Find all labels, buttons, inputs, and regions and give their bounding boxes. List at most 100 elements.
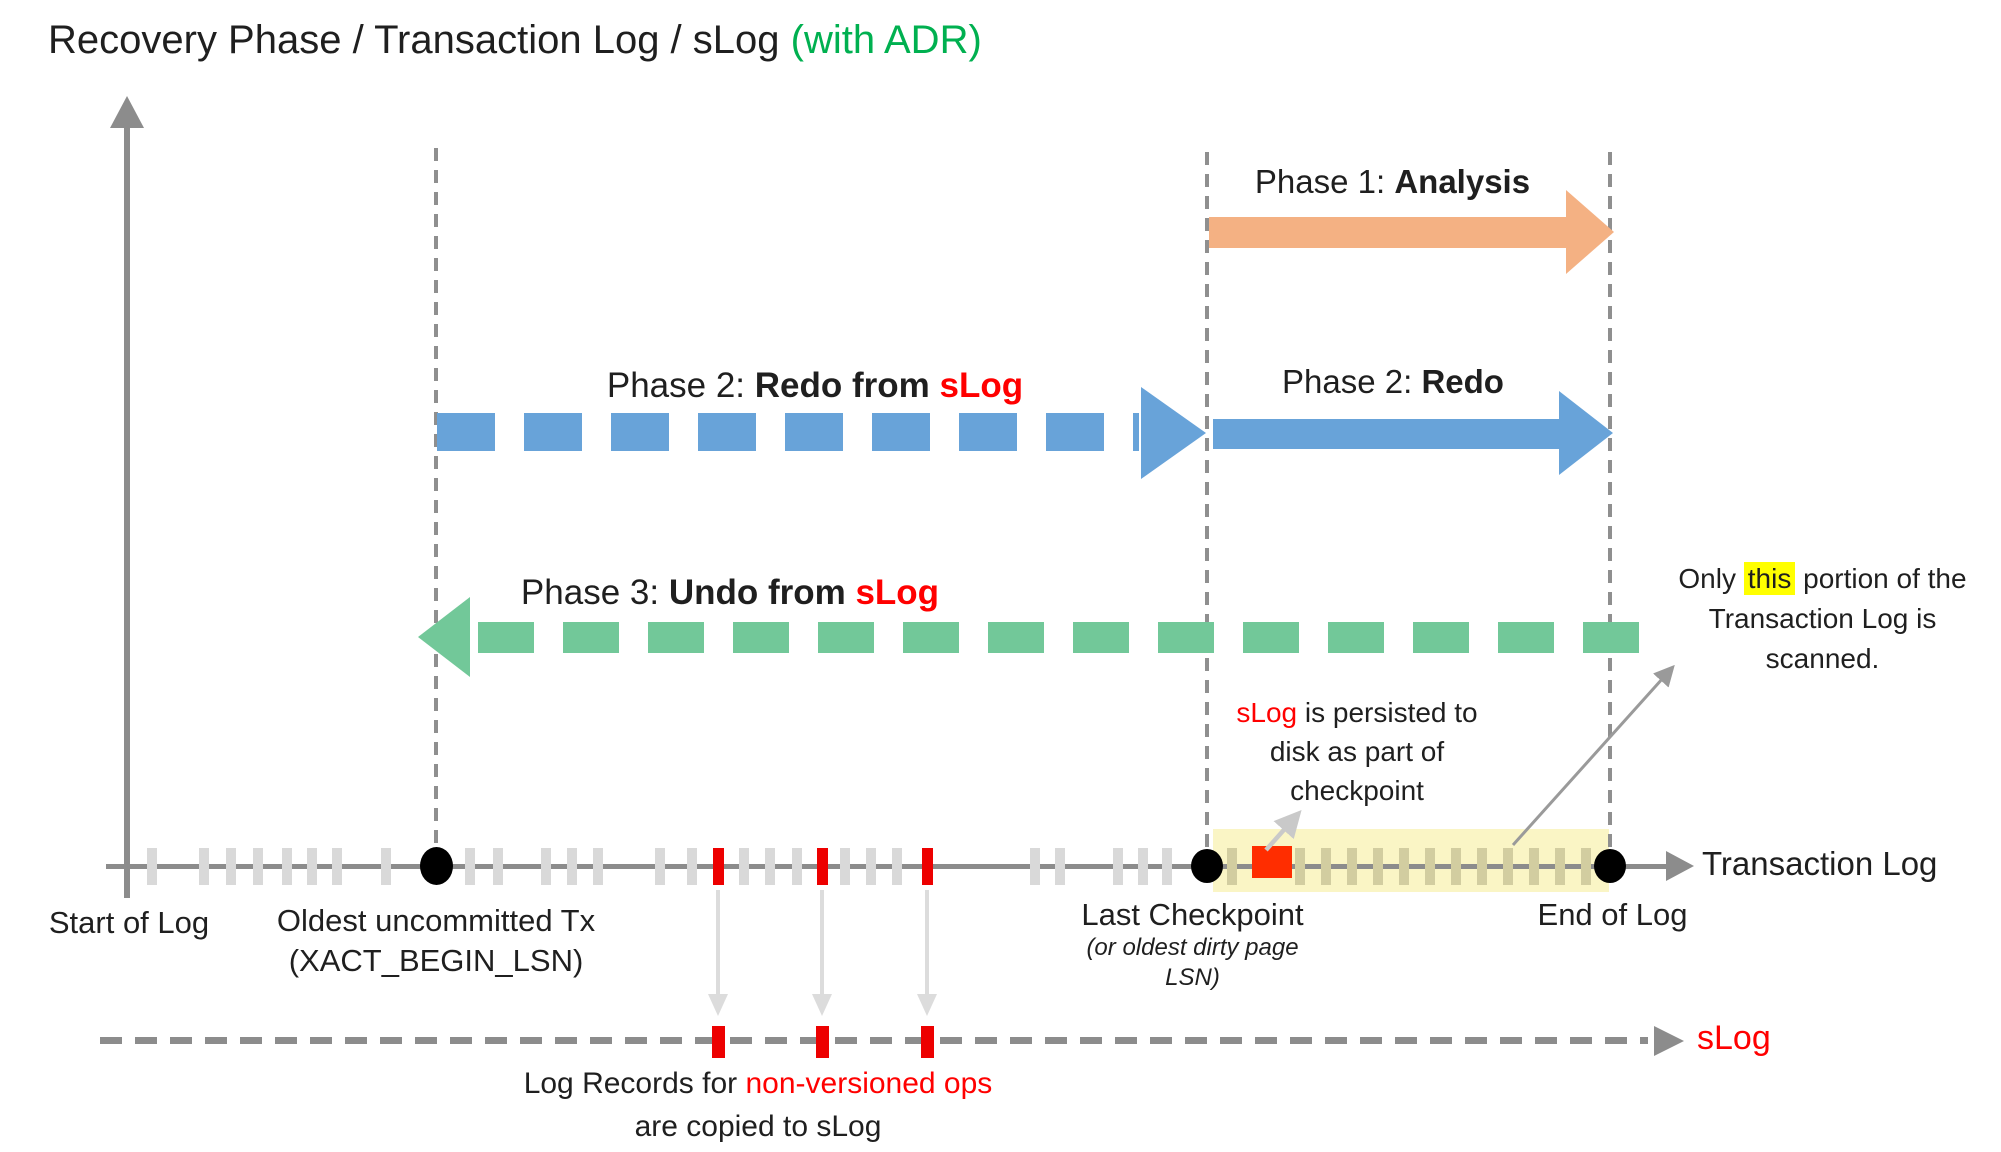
tick-mark — [1425, 848, 1435, 885]
tick-mark — [1113, 848, 1123, 885]
tick-mark — [253, 848, 263, 885]
start-of-log-label: Start of Log — [48, 905, 210, 940]
tick-mark — [1477, 848, 1487, 885]
tick-mark — [815, 1026, 829, 1058]
slog-persist-line3: checkpoint — [1290, 775, 1424, 807]
scanned-portion-note: Only this portion of the Transaction Log… — [1655, 559, 1990, 678]
persist-note-rest: is persisted to — [1297, 697, 1478, 728]
tick-mark — [1555, 848, 1565, 885]
title-main: Recovery Phase / Transaction Log / sLog — [48, 18, 791, 62]
phase1-label: Phase 1: Analysis — [1210, 163, 1575, 201]
tick-mark — [892, 848, 902, 885]
copy-note-line1: Log Records for non-versioned ops — [458, 1063, 1058, 1106]
tick-mark — [1055, 848, 1065, 885]
scanned-portion-note-line1: Only this portion of the — [1655, 559, 1990, 599]
tick-mark — [493, 848, 503, 885]
copy-down-arrow-head-icon — [917, 994, 937, 1016]
phase2-slog-action: Redo from — [754, 366, 940, 405]
checkpoint-label-line3: LSN) — [1165, 964, 1220, 991]
phase2-redo-arrow — [1213, 419, 1559, 449]
copy-note-pre: Log Records for — [523, 1067, 746, 1100]
copy-down-arrow-stem — [820, 890, 824, 996]
copy-down-arrow-stem — [925, 890, 929, 996]
slog-label: sLog — [1697, 1019, 1771, 1057]
tick-mark — [282, 848, 292, 885]
tick-mark — [1227, 848, 1237, 885]
scan-note-post: portion of the — [1795, 563, 1967, 594]
y-axis-line — [124, 124, 130, 898]
page-title: Recovery Phase / Transaction Log / sLog … — [48, 18, 982, 63]
tick-mark — [147, 848, 157, 885]
tick-mark — [567, 848, 577, 885]
tick-mark — [465, 848, 475, 885]
copy-note-red-phrase: non-versioned ops — [745, 1067, 993, 1100]
end-of-log-dot — [1594, 849, 1626, 883]
scan-pointer-arrow — [1511, 664, 1675, 847]
phase3-action: Undo from — [668, 573, 856, 612]
tick-mark — [1138, 848, 1148, 885]
oldest-uncommitted-tx-label: Oldest uncommitted Tx (XACT_BEGIN_LSN) — [236, 901, 636, 982]
transaction-log-label: Transaction Log — [1702, 845, 1938, 882]
tick-mark — [1373, 848, 1383, 885]
tick-mark — [1503, 848, 1513, 885]
tick-mark — [866, 848, 876, 885]
tick-mark — [1451, 848, 1461, 885]
tick-mark — [687, 848, 697, 885]
checkpoint-label-line1: Last Checkpoint — [1081, 897, 1304, 932]
copy-down-arrow-stem — [716, 890, 720, 996]
tick-mark — [921, 848, 933, 885]
tick-mark — [1295, 848, 1305, 885]
tick-mark — [593, 848, 603, 885]
tick-mark — [655, 848, 665, 885]
phase1-prefix: Phase 1: — [1254, 163, 1395, 200]
tick-mark — [765, 848, 775, 885]
tick-mark — [541, 848, 551, 885]
slog-persist-note: sLog is persisted to disk as part of che… — [1207, 693, 1507, 811]
scanned-portion-note-line2: Transaction Log is scanned. — [1708, 602, 1937, 674]
last-checkpoint-label: Last Checkpoint (or oldest dirty page LS… — [1040, 897, 1345, 993]
phase1-analysis-arrow — [1209, 217, 1566, 248]
persist-note-slog-word: sLog — [1236, 697, 1298, 728]
phase3-arrowhead-icon — [418, 597, 470, 677]
copy-to-slog-note: Log Records for non-versioned ops are co… — [458, 1063, 1058, 1148]
tick-mark — [381, 848, 391, 885]
tick-mark — [840, 848, 850, 885]
transaction-log-arrowhead-icon — [1666, 851, 1694, 881]
end-of-log-label: End of Log — [1537, 897, 1688, 932]
tick-mark — [712, 848, 724, 885]
tick-mark — [739, 848, 749, 885]
tick-mark — [1581, 848, 1591, 885]
copy-note-line2: are copied to sLog — [634, 1109, 882, 1143]
slog-persist-line2: disk as part of — [1269, 736, 1445, 768]
tick-mark — [1030, 848, 1040, 885]
guide-last-checkpoint — [1205, 152, 1209, 864]
copy-down-arrow-head-icon — [812, 994, 832, 1016]
slog-arrowhead-icon — [1654, 1026, 1684, 1056]
tick-mark — [711, 1026, 725, 1058]
slog-persist-line1: sLog is persisted to — [1207, 693, 1507, 732]
tick-mark — [332, 848, 342, 885]
oldest-uncommitted-tx-dot — [420, 847, 453, 885]
guide-oldest-uncommitted-tx — [434, 148, 438, 864]
checkpoint-label-line2: (or oldest dirty page — [1086, 934, 1299, 961]
tick-mark — [920, 1026, 934, 1058]
tick-mark — [816, 848, 828, 885]
phase2-redo-from-slog-arrow — [437, 413, 1139, 451]
copy-down-arrow-head-icon — [708, 994, 728, 1016]
scan-note-pre: Only — [1678, 563, 1744, 594]
phase2-slog-arrowhead-icon — [1141, 387, 1206, 479]
tick-mark — [1347, 848, 1357, 885]
phase2-slog-red-word: sLog — [939, 366, 1024, 405]
phase1-name: Analysis — [1394, 163, 1531, 200]
oldest-label-line2: (XACT_BEGIN_LSN) — [288, 943, 584, 979]
tick-mark — [199, 848, 209, 885]
scan-note-highlighted-word: this — [1743, 562, 1796, 595]
tick-mark — [1529, 848, 1539, 885]
oldest-label-line1: Oldest uncommitted Tx — [276, 903, 596, 938]
guide-end-of-log — [1608, 152, 1612, 864]
phase2-label: Phase 2: Redo — [1213, 363, 1573, 401]
phase3-label: Phase 3: Undo from sLog — [430, 573, 1030, 613]
phase2-prefix: Phase 2: — [1282, 363, 1422, 400]
phase2-slog-prefix: Phase 2: — [606, 366, 755, 405]
title-adr-suffix: (with ADR) — [790, 18, 982, 62]
